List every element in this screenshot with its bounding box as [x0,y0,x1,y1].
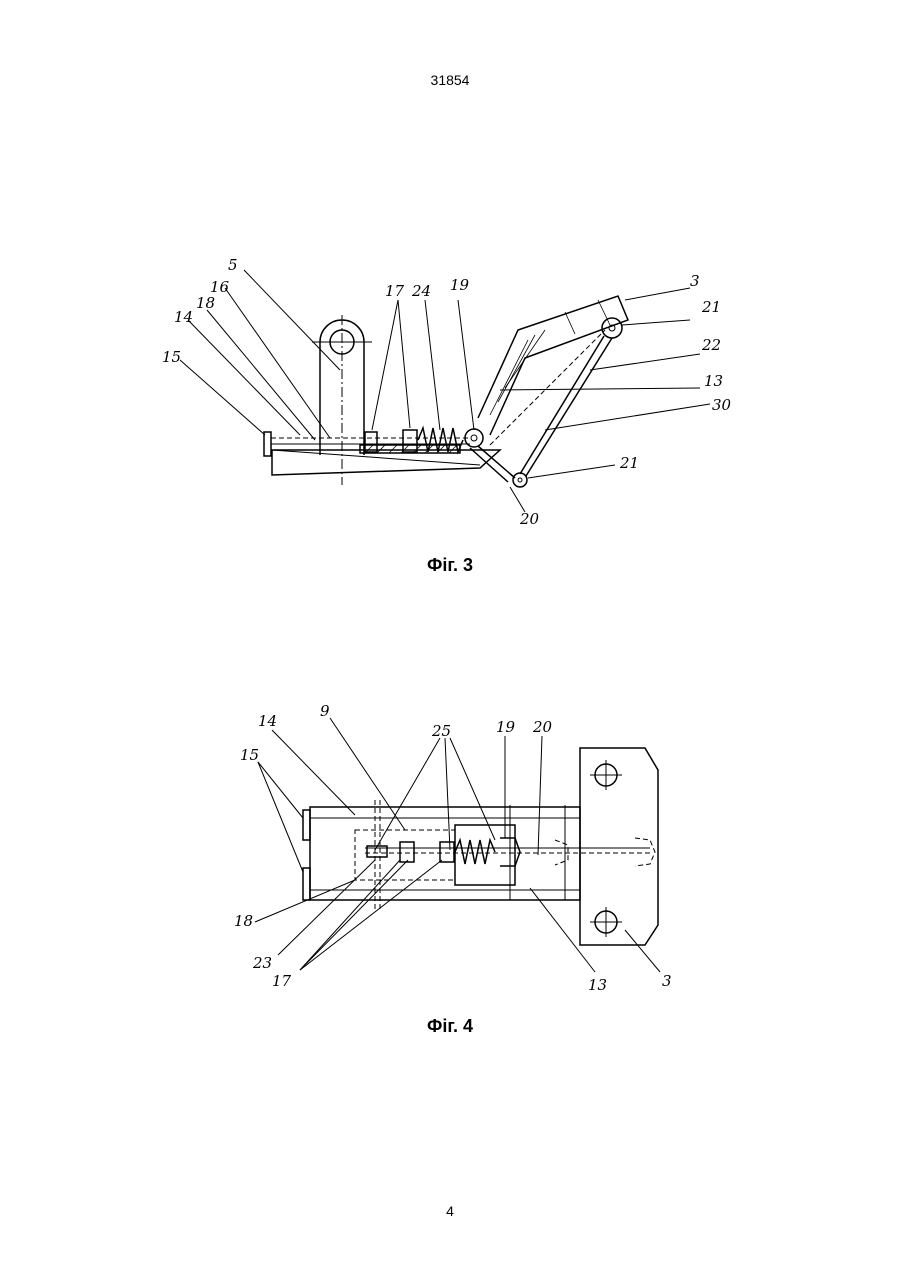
label-18: 18 [196,294,215,312]
label-19: 19 [496,718,516,736]
figure-3-caption: Фіг. 3 [0,555,900,576]
label-14: 14 [258,712,277,730]
label-20: 20 [532,718,553,736]
label-5: 5 [228,256,238,274]
label-15: 15 [240,746,259,764]
label-24: 24 [411,282,431,300]
page-number: 4 [0,1203,900,1219]
label-13: 13 [704,372,723,390]
label-17: 17 [385,282,405,300]
figure-4-caption: Фіг. 4 [0,1016,900,1037]
label-18: 18 [234,912,253,930]
label-30: 30 [712,396,732,414]
label-20: 20 [519,510,540,528]
label-17: 17 [272,972,292,990]
label-21-top: 21 [701,298,721,316]
figure-3-svg: 5 16 18 14 15 17 24 19 3 21 22 13 30 21 … [0,250,900,540]
label-3: 3 [690,272,700,290]
label-19: 19 [450,276,470,294]
figure-3-drawing: 5 16 18 14 15 17 24 19 3 21 22 13 30 21 … [0,250,900,540]
label-15: 15 [162,348,181,366]
label-13: 13 [588,976,607,994]
label-21-bottom: 21 [619,454,639,472]
figure-4-drawing: 14 9 15 25 19 20 18 23 17 13 3 [0,700,900,1000]
label-14: 14 [174,308,193,326]
label-23: 23 [252,954,272,972]
label-22: 22 [701,336,721,354]
document-number: 31854 [0,72,900,88]
label-25: 25 [431,722,451,740]
figure-4-svg: 14 9 15 25 19 20 18 23 17 13 3 [0,700,900,1000]
label-9: 9 [320,702,330,720]
label-3: 3 [662,972,672,990]
